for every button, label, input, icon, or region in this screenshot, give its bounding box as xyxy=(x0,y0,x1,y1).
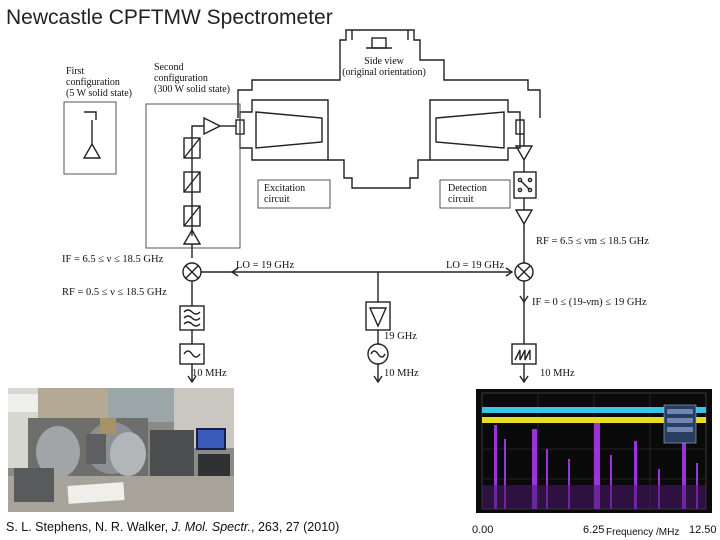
right-lna xyxy=(514,145,534,162)
right-switch xyxy=(513,171,537,199)
ghz-center-label: 19 GHz xyxy=(384,331,417,342)
right-amplifier xyxy=(514,209,534,226)
rf-right-label: RF = 6.5 ≤ νm ≤ 18.5 GHz xyxy=(536,236,649,247)
citation-ref: , 263, 27 (2010) xyxy=(251,520,340,534)
left-chamber xyxy=(239,99,329,161)
if-right-label: IF = 0 ≤ (19-νm) ≤ 19 GHz xyxy=(532,297,647,308)
second-config-box xyxy=(145,103,241,249)
spectrum-x-end: 12.50 xyxy=(689,524,717,536)
spectrometer-schematic xyxy=(63,29,541,384)
lab-photo xyxy=(8,388,234,512)
citation-journal: J. Mol. Spectr. xyxy=(171,520,252,534)
side-view-mirror xyxy=(371,37,387,49)
right-digitizer xyxy=(511,343,537,365)
spectrum-x-mid: 6.25 xyxy=(583,524,605,536)
mhz-left-label: 10 MHz xyxy=(192,368,227,379)
first-config-box xyxy=(63,101,117,175)
side-view-label: Side view(original orientation) xyxy=(342,56,426,78)
mhz-center-label: 10 MHz xyxy=(384,368,419,379)
side-view-chamber xyxy=(237,29,541,118)
lo-left-label: LO = 19 GHz xyxy=(236,260,295,271)
output-amplifier xyxy=(203,116,222,136)
mhz-right-label: 10 MHz xyxy=(540,368,575,379)
slide-title: Newcastle CPFTMW Spectrometer xyxy=(6,6,333,29)
spectrum-x-start: 0.00 xyxy=(472,524,494,536)
spectrum-display xyxy=(476,389,712,513)
rf-left-label: RF = 0.5 ≤ ν ≤ 18.5 GHz xyxy=(62,287,167,298)
citation-authors: S. L. Stephens, N. R. Walker, xyxy=(6,520,169,534)
lo-right-label: LO = 19 GHz xyxy=(446,260,505,271)
citation: S. L. Stephens, N. R. Walker, J. Mol. Sp… xyxy=(6,520,339,534)
right-chamber xyxy=(429,99,521,161)
spectrum-x-label: Frequency /MHz xyxy=(606,527,680,538)
if-left-label: IF = 6.5 ≤ ν ≤ 18.5 GHz xyxy=(62,254,164,265)
